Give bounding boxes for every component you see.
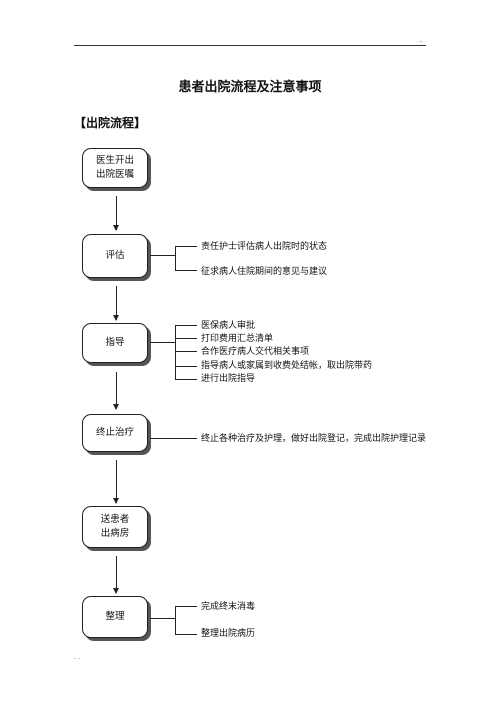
note-tidy-disinfect: 完成终末消毒 [201, 602, 256, 612]
connector-line [150, 342, 175, 343]
note-guide-checkout: 指导病人或家属到收费处结帐，取出院带药 [201, 361, 373, 371]
connector-bracket [175, 606, 176, 634]
step-stop-treatment: 终止治疗 [82, 414, 148, 452]
connector-line [175, 325, 197, 326]
header-rule [74, 45, 426, 46]
note-tidy-records: 整理出院病历 [201, 629, 256, 639]
note-stop-treatment: 终止各种治疗及护理，做好出院登记，完成出院护理记录 [201, 434, 427, 444]
flow-arrow [113, 460, 119, 504]
step-text: 评估 [105, 250, 125, 261]
note-guide-coop: 合作医疗病人交代相关事项 [201, 347, 310, 357]
note-evaluate-feedback: 征求病人住院期间的意见与建议 [201, 267, 328, 277]
note-guide-instruction: 进行出院指导 [201, 374, 256, 384]
flow-arrow [113, 286, 119, 321]
step-send-patient: 送患者出病房 [82, 506, 148, 548]
header-mark: .. [419, 37, 423, 44]
connector-line [175, 366, 197, 367]
note-evaluate-status: 责任护士评估病人出院时的状态 [201, 242, 328, 252]
step-text: 指导 [105, 337, 125, 348]
connector-line [175, 270, 197, 271]
flow-arrow [113, 372, 119, 410]
connector-line [175, 634, 197, 635]
footer-mark: . . [74, 654, 80, 661]
step-guide: 指导 [82, 323, 148, 363]
connector-line [175, 606, 197, 607]
connector-line [175, 338, 197, 339]
connector-bracket [175, 325, 176, 379]
step-tidy-up: 整理 [82, 596, 148, 638]
flow-arrow [113, 196, 119, 231]
note-guide-bill: 打印费用汇总清单 [201, 334, 274, 344]
page-title: 患者出院流程及注意事项 [178, 80, 322, 95]
step-doctor-order: 医生开出出院医嘱 [82, 148, 148, 188]
section-heading: 【出院流程】 [74, 116, 147, 130]
flow-arrow [113, 556, 119, 594]
step-text: 出院医嘱 [95, 169, 134, 180]
connector-bracket [175, 246, 176, 270]
connector-line [175, 246, 197, 247]
step-text: 医生开出 [95, 155, 134, 166]
note-guide-insurance: 医保病人审批 [201, 321, 256, 331]
connector-line [150, 255, 175, 256]
step-text: 整理 [105, 611, 125, 622]
step-text: 终止治疗 [95, 427, 134, 438]
connector-line [175, 379, 197, 380]
step-evaluate: 评估 [82, 234, 148, 278]
connector-line [150, 618, 175, 619]
connector-line [150, 438, 197, 439]
step-text: 出病房 [100, 528, 130, 539]
step-text: 送患者 [100, 514, 130, 525]
connector-line [175, 351, 197, 352]
